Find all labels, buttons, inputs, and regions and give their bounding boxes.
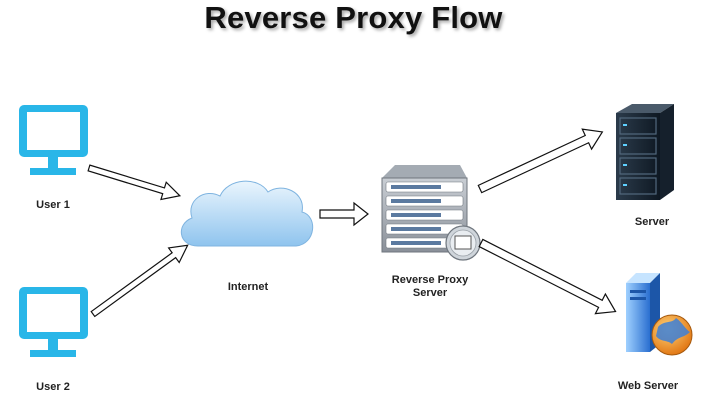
edge-internet-to-proxy xyxy=(319,201,369,227)
user1-monitor-icon xyxy=(19,105,88,175)
server-label: Server xyxy=(634,216,670,228)
edge-user1-to-internet xyxy=(87,164,182,201)
user1-label: User 1 xyxy=(36,199,70,211)
internet-cloud-icon xyxy=(181,180,314,247)
edge-proxy-to-server xyxy=(477,128,604,194)
edge-proxy-to-webserver xyxy=(478,238,617,315)
user2-label: User 2 xyxy=(36,381,70,393)
web-server-icon xyxy=(626,273,693,356)
server-rack-icon xyxy=(616,104,674,200)
edge-user2-to-internet xyxy=(90,244,189,318)
proxy-label: Reverse Proxy Server xyxy=(391,274,469,299)
internet-label: Internet xyxy=(227,281,269,293)
user2-monitor-icon xyxy=(19,287,88,357)
web-server-label: Web Server xyxy=(617,380,679,392)
diagram-title: Reverse Proxy Flow xyxy=(204,0,503,35)
reverse-proxy-server-icon xyxy=(381,165,481,261)
